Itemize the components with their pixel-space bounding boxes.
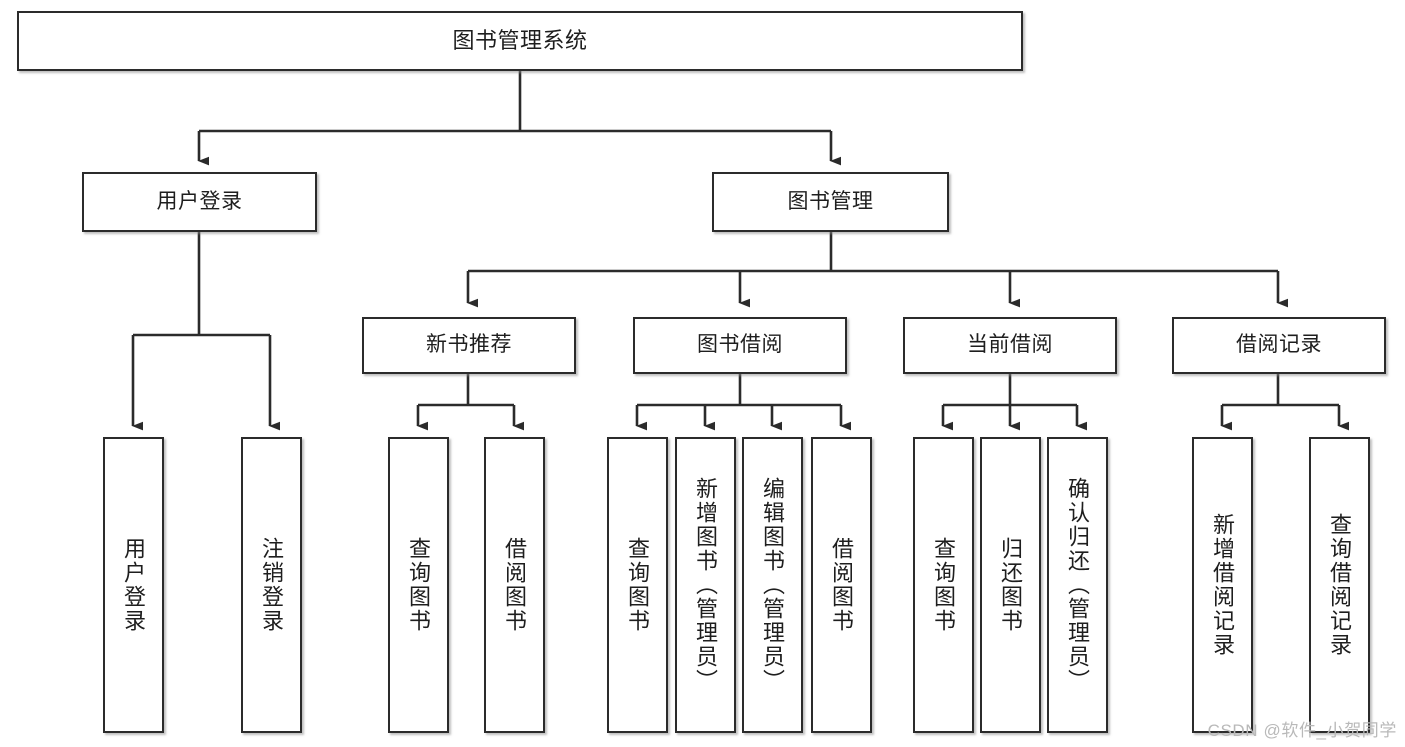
node-label: 新增图书（管理员） [693,477,719,693]
node-label: 图书借阅 [697,333,783,357]
node-label: 借阅图书 [829,537,855,633]
csdn-watermark: CSDN @软件_小贺同学 [1207,721,1397,740]
node-label: 注销登录 [259,537,285,633]
node-label: 查询图书 [931,537,957,633]
node-book-borrow[interactable]: 图书借阅 [633,317,847,374]
leaf-user-login[interactable]: 用户登录 [103,437,164,733]
node-book-management[interactable]: 图书管理 [712,172,949,232]
leaf-query-book-borrow[interactable]: 查询图书 [607,437,668,733]
node-root-system[interactable]: 图书管理系统 [17,11,1023,71]
leaf-return-book[interactable]: 归还图书 [980,437,1041,733]
leaf-edit-book-admin[interactable]: 编辑图书（管理员） [742,437,803,733]
node-label: 借阅图书 [502,537,528,633]
node-new-book-recommend[interactable]: 新书推荐 [362,317,576,374]
node-user-login[interactable]: 用户登录 [82,172,317,232]
leaf-add-book-admin[interactable]: 新增图书（管理员） [675,437,736,733]
leaf-query-book-current[interactable]: 查询图书 [913,437,974,733]
node-label: 用户登录 [121,537,147,633]
node-label: 新增借阅记录 [1210,513,1236,657]
node-label: 用户登录 [156,189,243,213]
node-label: 新书推荐 [426,333,512,357]
leaf-borrow-book-recommend[interactable]: 借阅图书 [484,437,545,733]
leaf-user-logout[interactable]: 注销登录 [241,437,302,733]
node-label: 图书管理系统 [452,28,588,54]
node-label: 归还图书 [998,537,1024,633]
node-label: 当前借阅 [967,333,1053,357]
node-borrow-record[interactable]: 借阅记录 [1172,317,1386,374]
node-label: 编辑图书（管理员） [760,477,786,693]
node-current-borrow[interactable]: 当前借阅 [903,317,1117,374]
node-label: 图书管理 [787,189,874,213]
node-label: 查询借阅记录 [1327,513,1353,657]
node-label: 确认归还（管理员） [1065,477,1091,693]
leaf-borrow-book[interactable]: 借阅图书 [811,437,872,733]
leaf-add-borrow-record[interactable]: 新增借阅记录 [1192,437,1253,733]
node-label: 查询图书 [625,537,651,633]
leaf-query-book-recommend[interactable]: 查询图书 [388,437,449,733]
node-label: 查询图书 [406,537,432,633]
leaf-query-borrow-record[interactable]: 查询借阅记录 [1309,437,1370,733]
leaf-confirm-return-admin[interactable]: 确认归还（管理员） [1047,437,1108,733]
node-label: 借阅记录 [1236,333,1322,357]
